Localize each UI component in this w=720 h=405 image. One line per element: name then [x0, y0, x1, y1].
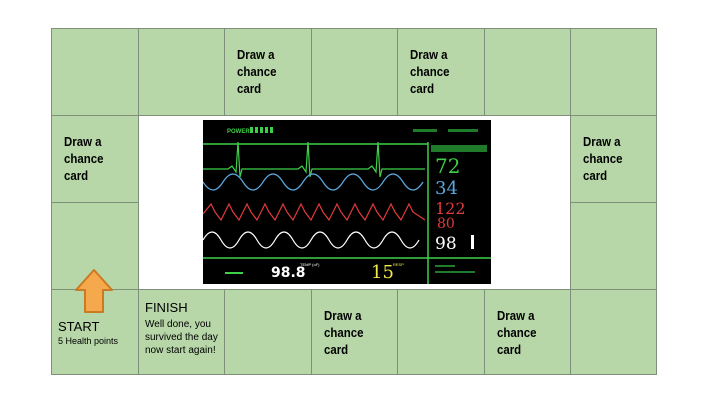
- blue-waveform: [202, 173, 424, 191]
- board-space-bottom-7: [570, 289, 657, 375]
- chance-space-top-3[interactable]: Draw a chance card: [224, 28, 312, 116]
- start-title: START: [58, 319, 100, 334]
- chance-space-bottom-6[interactable]: Draw a chance card: [484, 289, 571, 375]
- board-space-top-4: [311, 28, 398, 116]
- chance-label: Draw a chance card: [324, 308, 364, 357]
- resp-label: RESP: [393, 262, 404, 267]
- chance-label: Draw a chance card: [497, 308, 537, 357]
- board-space-bottom-3: [224, 289, 312, 375]
- chance-space-top-5[interactable]: Draw a chance card: [397, 28, 485, 116]
- ecg-waveform: [203, 141, 425, 178]
- bp-diastolic-value: 80: [437, 216, 455, 232]
- chance-label: Draw a chance card: [64, 134, 104, 183]
- board-space-bottom-5: [397, 289, 485, 375]
- heart-rate-value: 72: [435, 154, 460, 178]
- spo2-value: 98: [435, 234, 457, 254]
- chance-space-bottom-4[interactable]: Draw a chance card: [311, 289, 398, 375]
- temperature-value: 98.8: [271, 265, 306, 281]
- board-space-top-2: [138, 28, 225, 116]
- board-space-top-7: [570, 28, 657, 116]
- blue-value: 34: [435, 178, 458, 199]
- chance-space-right-1[interactable]: Draw a chance card: [570, 115, 657, 203]
- chance-label: Draw a chance card: [583, 134, 623, 183]
- red-waveform: [202, 202, 426, 222]
- board-space-top-6: [484, 28, 571, 116]
- board-space-top-1: [51, 28, 139, 116]
- monitor-screen: POWER 72 34 122 80 98 98.8 TEMP (oF) 15 …: [202, 120, 491, 284]
- resp-value: 15: [371, 262, 394, 283]
- chance-label: Draw a chance card: [410, 47, 450, 96]
- temperature-label: TEMP (oF): [300, 262, 320, 267]
- power-label: POWER: [227, 129, 250, 135]
- white-waveform: [202, 231, 420, 249]
- up-arrow-icon: [75, 269, 113, 313]
- patient-monitor-image: POWER 72 34 122 80 98 98.8 TEMP (oF) 15 …: [202, 120, 491, 284]
- finish-text: Well done, you survived the day now star…: [145, 319, 218, 356]
- chance-space-left-1[interactable]: Draw a chance card: [51, 115, 139, 203]
- finish-title: FINISH: [145, 300, 188, 315]
- start-subtitle: 5 Health points: [58, 336, 119, 346]
- bp-systolic-value: 122: [435, 199, 466, 218]
- finish-space[interactable]: FINISH Well done, you survived the day n…: [138, 289, 225, 375]
- chance-label: Draw a chance card: [237, 47, 277, 96]
- board-space-right-2: [570, 202, 657, 290]
